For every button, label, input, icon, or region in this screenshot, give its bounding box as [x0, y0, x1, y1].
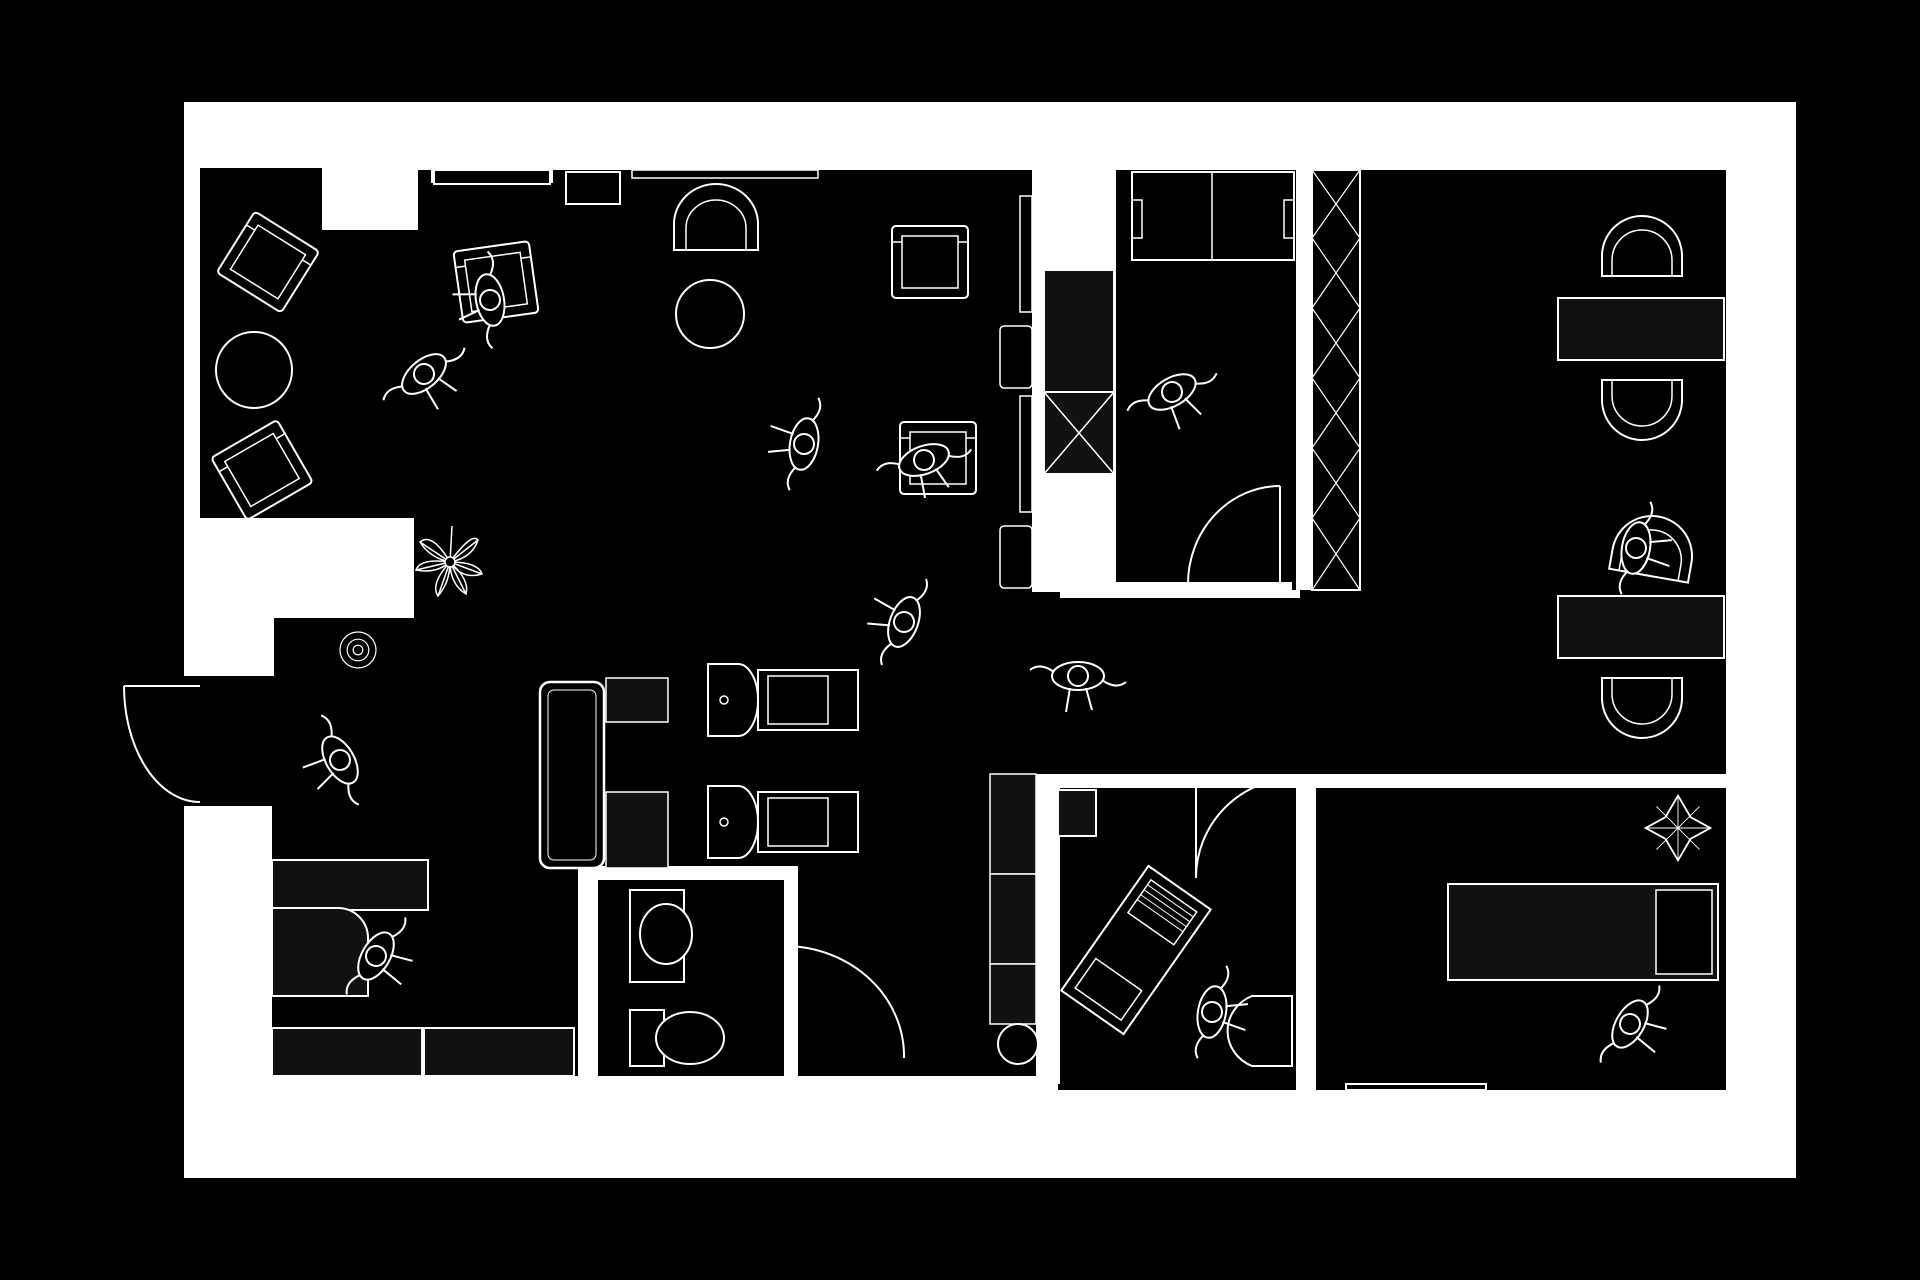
wc-door	[785, 945, 906, 1059]
wc-fixtures	[629, 889, 725, 1067]
pedicure-basin	[1226, 995, 1293, 1067]
kitchen-cabinet-upper	[1043, 269, 1115, 393]
treatment-pillow	[1655, 889, 1713, 975]
staff-sofa	[1131, 171, 1295, 261]
wash-cabinet-bottom	[605, 791, 669, 869]
entrance-door	[123, 685, 201, 803]
plant-treatment	[1643, 793, 1713, 863]
armchair-right	[891, 225, 969, 299]
washing-furniture	[538, 663, 859, 870]
pedicure-cabinet-strip	[989, 773, 1037, 875]
waiting-sofa	[538, 680, 606, 870]
reception-desk-top	[271, 859, 429, 911]
pedicure-stool	[997, 1023, 1039, 1065]
round-table-top	[675, 279, 745, 349]
manicure-furniture	[1557, 215, 1725, 739]
round-table-left	[215, 331, 293, 409]
wash-chair-1	[707, 663, 859, 737]
doors	[123, 485, 1297, 1059]
wash-cabinet-top	[605, 677, 669, 723]
main-salon-furniture	[433, 169, 1115, 589]
windows	[187, 169, 1777, 1091]
pedicure-side-table	[1057, 789, 1097, 837]
wall-shelf	[433, 169, 551, 185]
small-cabinet	[565, 171, 621, 205]
wc-sink	[639, 903, 693, 965]
round-chair-top	[673, 183, 759, 251]
storage-cabinet-right	[423, 1027, 575, 1077]
manicure-table-1	[1557, 297, 1725, 361]
manicure-table-2	[1557, 595, 1725, 659]
staff-door	[1187, 485, 1281, 585]
pedicure-chair	[1059, 864, 1213, 1036]
lounge-furniture	[210, 210, 321, 522]
staff-furniture	[1131, 169, 1361, 591]
storage-cabinet-left	[271, 1027, 423, 1077]
pedicure-door	[1195, 777, 1297, 879]
treatment-furniture	[1447, 883, 1719, 981]
reception-desk	[271, 907, 369, 997]
shelving-column	[1311, 169, 1361, 591]
plant-entrance	[339, 631, 377, 669]
wash-chair-2	[707, 785, 859, 859]
toilet-bowl	[655, 1011, 725, 1065]
pedicure-furniture	[989, 773, 1293, 1067]
